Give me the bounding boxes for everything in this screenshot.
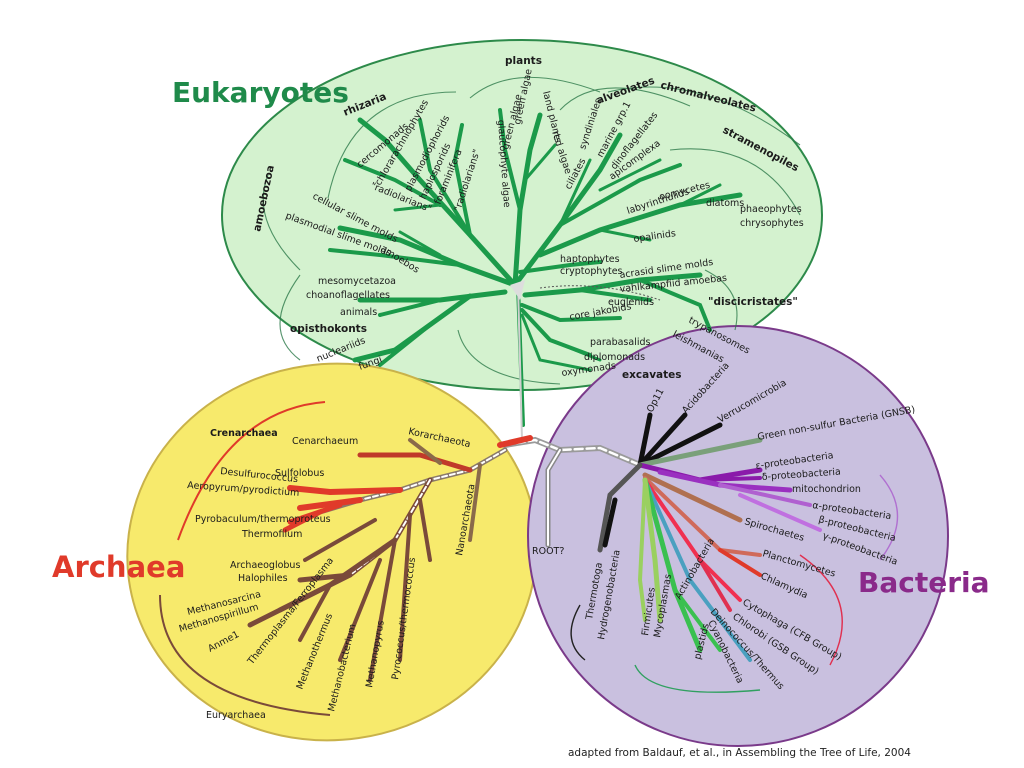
group-crenarchaea: Crenarchaea — [210, 428, 278, 439]
taxon-animals: animals — [340, 307, 377, 318]
taxon-chrysophytes: chrysophytes — [740, 218, 804, 229]
source-caption: adapted from Baldauf, et al., in Assembl… — [568, 747, 911, 759]
archaea-title: Archaea — [52, 550, 185, 584]
bacteria-branches — [597, 412, 822, 662]
bacteria-group-arcs — [570, 474, 899, 693]
taxon-mitochondrion: mitochondrion — [792, 484, 861, 495]
taxon-diplomonads: diplomonads — [584, 352, 645, 363]
taxon-choanoflagellates: choanoflagellates — [306, 290, 390, 301]
archaea-group-arcs — [159, 401, 331, 716]
taxon-thermofilum: Thermofilum — [241, 529, 302, 540]
eukaryote-branches — [328, 108, 743, 372]
taxon-haptophytes: haptophytes — [560, 254, 620, 265]
bacteria-title: Bacteria — [858, 566, 990, 599]
taxon-cenarchaeum: Cenarchaeum — [292, 436, 358, 447]
taxon-halophiles: Halophiles — [238, 573, 288, 584]
group-discicristates: "discicristates" — [708, 296, 798, 308]
taxon-euglenids: euglenids — [608, 297, 654, 308]
eukaryote-root-node — [510, 280, 525, 300]
group-opisthokonts: opisthokonts — [290, 323, 367, 335]
root-label: ROOT? — [532, 546, 564, 557]
group-plants: plants — [505, 55, 542, 67]
eukaryotes-title: Eukaryotes — [172, 76, 349, 109]
archaea-branches — [247, 438, 508, 682]
taxon-archaeoglobus: Archaeoglobus — [230, 560, 300, 571]
eukaryote-group-arcs — [262, 76, 801, 385]
taxon-phaeophytes: phaeophytes — [740, 204, 802, 215]
taxon-sulfolobus: Sulfolobus — [275, 468, 324, 479]
taxon-cryptophytes: cryptophytes — [560, 266, 623, 277]
bacteria-domain-region — [527, 325, 949, 747]
taxon-mesomycetazoa: mesomycetazoa — [318, 276, 396, 287]
taxon-diatoms: diatoms — [706, 198, 744, 209]
taxon-parabasalids: parabasalids — [590, 337, 651, 348]
group-excavates: excavates — [622, 369, 682, 381]
group-euryarchaea: Euryarchaea — [206, 710, 266, 721]
taxon-pyrobaculum-thermoproteus: Pyrobaculum/thermoproteus — [195, 514, 331, 525]
dotted-connector — [539, 285, 661, 301]
tree-trunk — [497, 283, 643, 548]
